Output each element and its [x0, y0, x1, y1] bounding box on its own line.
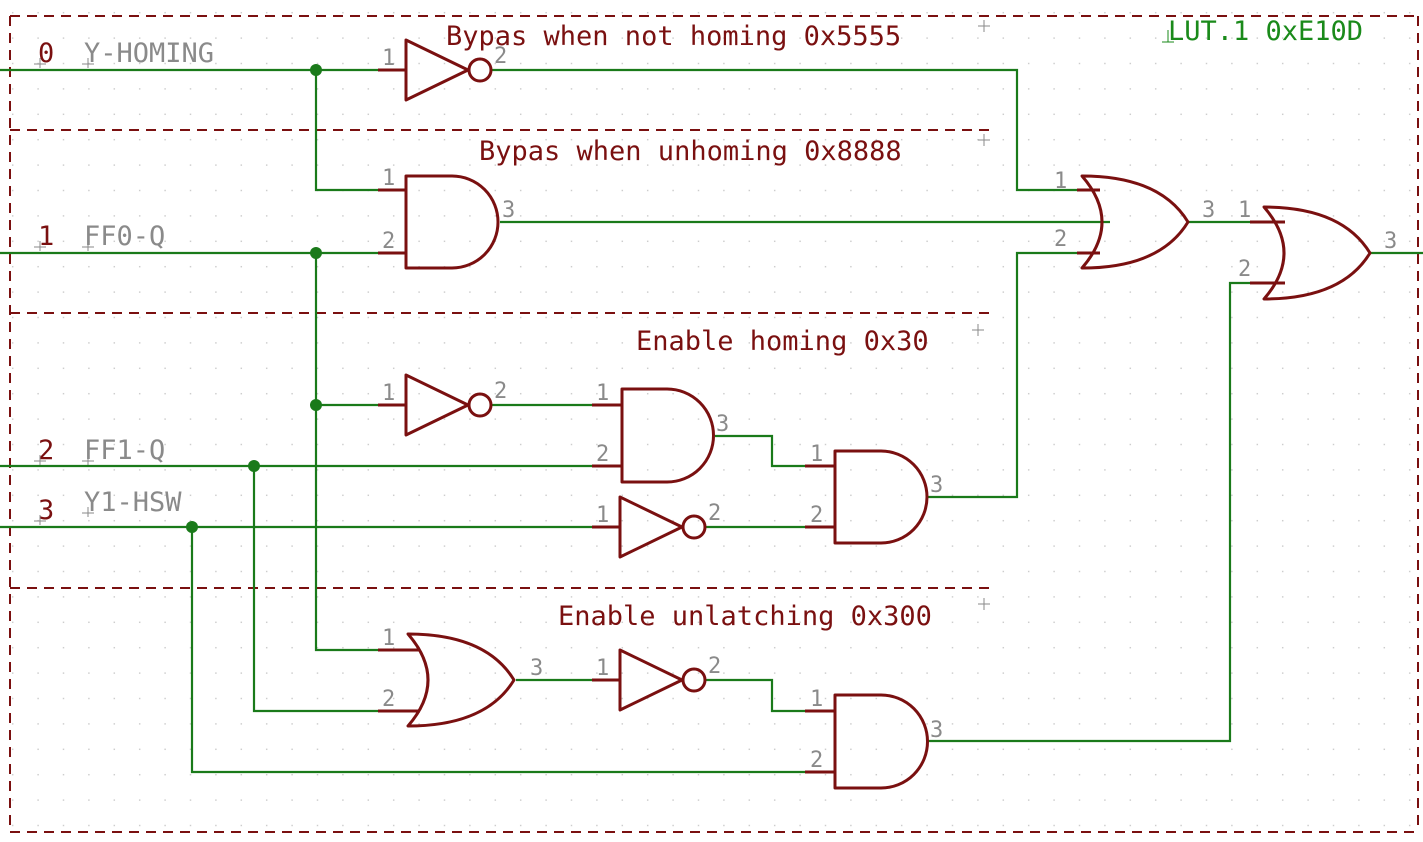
and-gate-1: 1 2 3 [378, 166, 515, 270]
svg-text:1: 1 [810, 442, 823, 467]
svg-text:2: 2 [494, 44, 507, 69]
svg-text:1: 1 [382, 626, 395, 651]
not-gate-2: 1 2 [378, 373, 507, 437]
svg-text:2: 2 [596, 442, 609, 467]
svg-text:3: 3 [38, 495, 54, 526]
section-label-enable-unlatching: Enable unlatching 0x300 [558, 601, 932, 632]
svg-text:FF0-Q: FF0-Q [84, 221, 165, 252]
svg-text:3: 3 [530, 656, 543, 681]
svg-text:0: 0 [38, 38, 54, 69]
svg-text:1: 1 [596, 381, 609, 406]
section-label-enable-homing: Enable homing 0x30 [636, 326, 929, 357]
input-0-label: 0 Y-HOMING [38, 38, 214, 69]
svg-text:2: 2 [1238, 257, 1251, 282]
input-2-label: 2 FF1-Q [38, 435, 165, 466]
input-3-label: 3 Y1-HSW [38, 487, 182, 526]
not-gate-3: 1 2 [592, 495, 721, 559]
svg-text:2: 2 [810, 748, 823, 773]
svg-text:2: 2 [810, 503, 823, 528]
svg-text:1: 1 [382, 46, 395, 71]
or-gate-2: 1 2 3 [378, 626, 543, 728]
svg-text:2: 2 [708, 654, 721, 679]
svg-text:2: 2 [1054, 227, 1067, 252]
svg-text:1: 1 [810, 687, 823, 712]
not-gate-1: 1 2 [378, 38, 507, 102]
and-gate-4: 1 2 3 [805, 687, 943, 790]
label-origin-marks [972, 20, 1174, 610]
or-gate-1: 1 2 3 [1054, 169, 1215, 270]
svg-text:1: 1 [1238, 198, 1251, 223]
svg-text:2: 2 [38, 435, 54, 466]
or-gate-3: 1 2 3 [1238, 198, 1397, 301]
frame-lines [9, 15, 1419, 833]
section-label-bypass-unhoming: Bypas when unhoming 0x8888 [479, 136, 902, 167]
svg-text:2: 2 [708, 501, 721, 526]
section-label-bypass-not-homing: Bypas when not homing 0x5555 [446, 21, 901, 52]
svg-text:1: 1 [596, 656, 609, 681]
svg-text:FF1-Q: FF1-Q [84, 435, 165, 466]
net-label-marks [34, 58, 94, 525]
input-1-label: 1 FF0-Q [38, 221, 165, 252]
and-gate-2: 1 2 3 [592, 381, 729, 484]
svg-text:1: 1 [596, 503, 609, 528]
svg-text:Y-HOMING: Y-HOMING [84, 38, 214, 69]
svg-text:3: 3 [930, 718, 943, 743]
wires [0, 68, 1423, 774]
svg-text:1: 1 [38, 221, 54, 252]
lut-label: LUT.1 0xE10D [1168, 16, 1363, 47]
svg-text:1: 1 [382, 166, 395, 191]
svg-text:1: 1 [382, 381, 395, 406]
svg-text:1: 1 [1054, 169, 1067, 194]
svg-text:3: 3 [716, 412, 729, 437]
not-gate-4: 1 2 [592, 648, 721, 712]
and-gate-3: 1 2 3 [805, 442, 943, 545]
svg-text:2: 2 [382, 687, 395, 712]
svg-text:3: 3 [1384, 229, 1397, 254]
junctions [186, 64, 322, 533]
svg-text:2: 2 [382, 229, 395, 254]
svg-text:3: 3 [930, 473, 943, 498]
svg-text:Y1-HSW: Y1-HSW [84, 487, 182, 518]
svg-text:3: 3 [502, 198, 515, 223]
svg-text:3: 3 [1202, 198, 1215, 223]
svg-text:2: 2 [494, 379, 507, 404]
